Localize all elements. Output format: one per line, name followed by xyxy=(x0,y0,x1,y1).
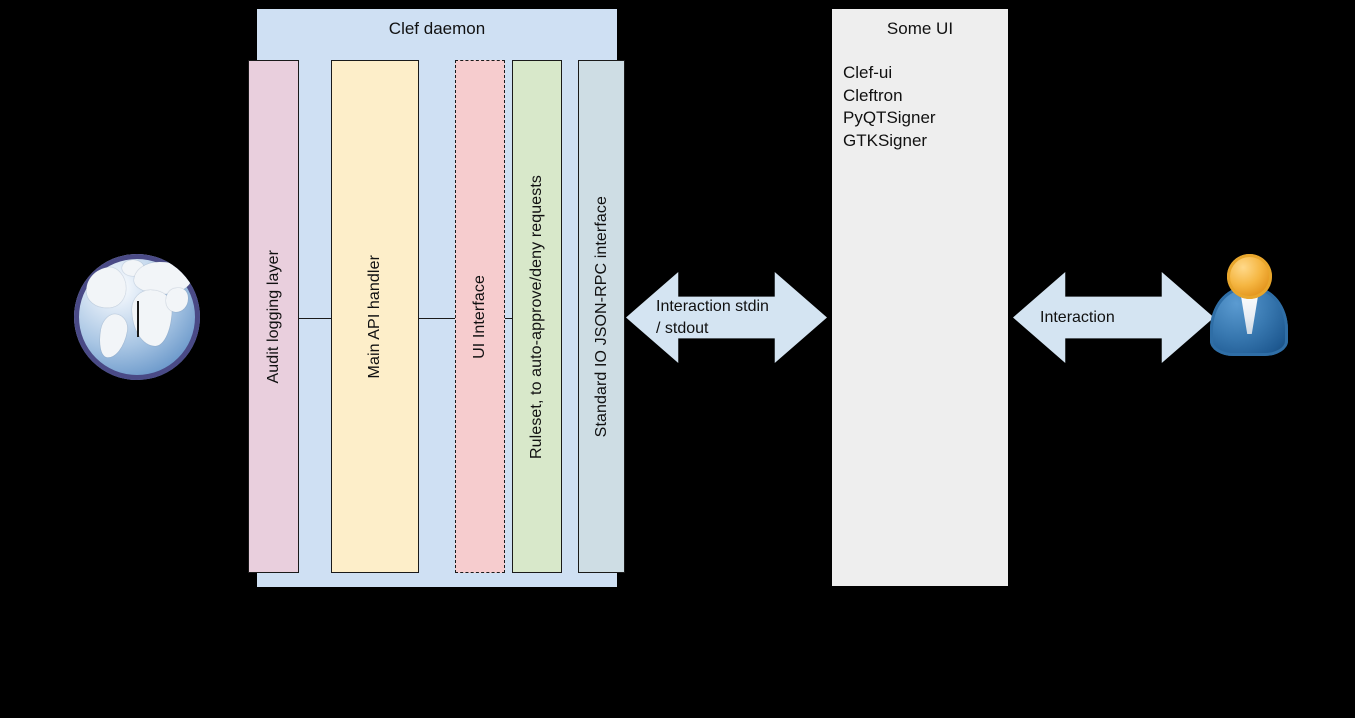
list-item: GTKSigner xyxy=(843,130,928,150)
clef-daemon-container xyxy=(257,9,617,587)
some-ui-list: Clef-ui Cleftron PyQTSigner GTKSigner xyxy=(843,62,1003,152)
component-main-api-handler[interactable]: Main API handler xyxy=(331,60,419,573)
component-audit-logging-layer[interactable]: Audit logging layer xyxy=(248,60,299,573)
component-ui-interface[interactable]: UI Interface xyxy=(455,60,505,573)
component-label: Standard IO JSON-RPC interface xyxy=(592,195,610,438)
user-icon xyxy=(1210,254,1288,356)
user-head xyxy=(1227,254,1272,299)
globe-landmass xyxy=(166,288,188,312)
list-item: Clef-ui xyxy=(843,63,893,82)
clef-daemon-title: Clef daemon xyxy=(388,19,486,38)
component-label: Ruleset, to auto-approve/deny requests xyxy=(528,174,545,459)
stdio-arrow xyxy=(626,272,827,363)
globe-landmass xyxy=(96,312,130,360)
component-ruleset[interactable]: Ruleset, to auto-approve/deny requests xyxy=(512,60,562,573)
component-stdio-jsonrpc-interface[interactable]: Standard IO JSON-RPC interface xyxy=(578,60,625,573)
component-label: UI Interface xyxy=(471,274,488,359)
connector-line xyxy=(298,318,332,320)
globe-icon xyxy=(74,254,200,380)
some-ui-panel xyxy=(832,9,1008,586)
globe-tick-mark xyxy=(137,301,139,337)
component-label: Audit logging layer xyxy=(264,249,282,384)
component-label: Main API handler xyxy=(366,254,383,379)
some-ui-title: Some UI xyxy=(886,19,954,38)
interaction-arrow xyxy=(1013,272,1214,363)
connector-line xyxy=(418,318,456,320)
list-item: Cleftron xyxy=(843,85,903,105)
connector-line xyxy=(504,318,513,320)
list-item: PyQTSigner xyxy=(843,108,936,127)
